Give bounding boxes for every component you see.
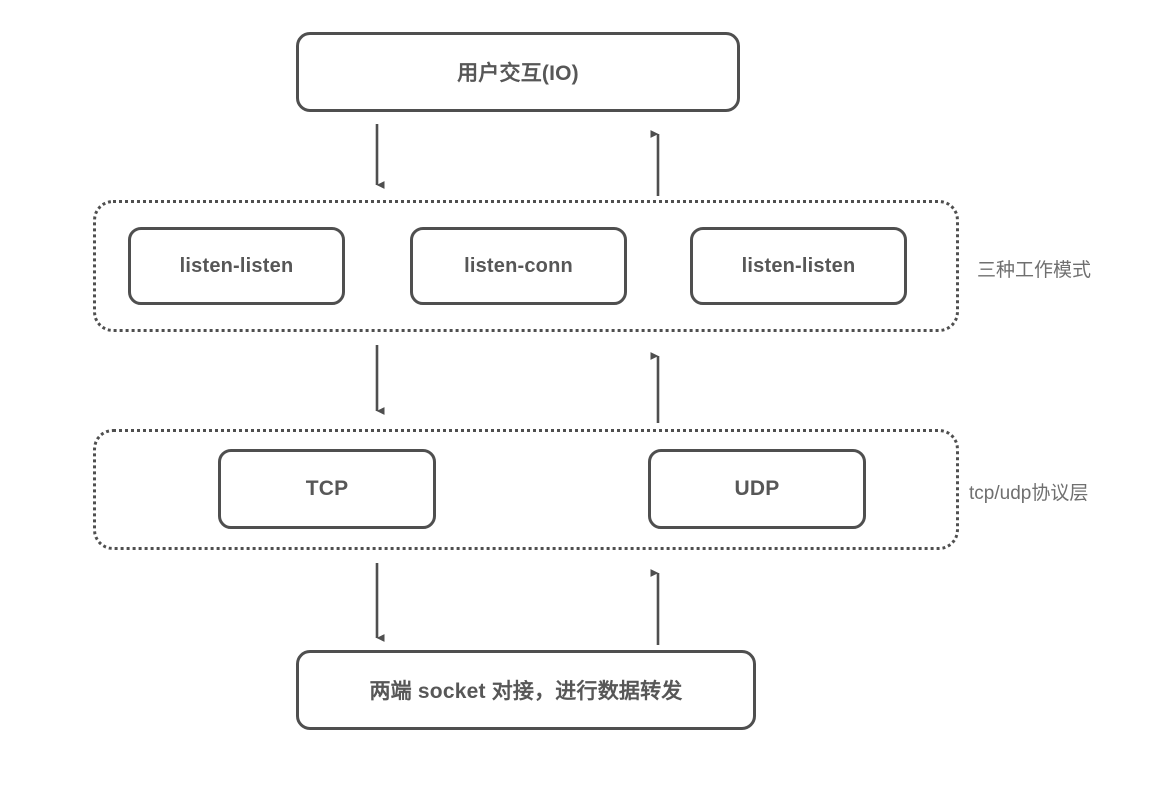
node-protocol-tcp[interactable]: TCP: [218, 449, 436, 529]
node-label: listen-listen: [741, 254, 856, 277]
node-label: TCP: [305, 477, 349, 500]
side-label-working-modes: 三种工作模式: [977, 260, 1092, 281]
node-mode-listen-listen-1[interactable]: listen-listen: [128, 227, 345, 305]
node-label: listen-conn: [464, 254, 573, 277]
group-working-modes: [93, 200, 959, 332]
node-label: listen-listen: [179, 254, 294, 277]
node-mode-listen-conn[interactable]: listen-conn: [410, 227, 627, 305]
side-label-protocol-layer: tcp/udp协议层: [969, 483, 1089, 504]
node-socket-forwarding[interactable]: 两端 socket 对接，进行数据转发: [296, 650, 756, 730]
node-label: 两端 socket 对接，进行数据转发: [369, 680, 683, 703]
node-label: UDP: [734, 477, 780, 500]
node-label: 用户交互(IO): [457, 62, 579, 85]
node-user-interaction-io[interactable]: 用户交互(IO): [296, 32, 740, 112]
group-protocol-layer: [93, 429, 959, 550]
node-mode-listen-listen-2[interactable]: listen-listen: [690, 227, 907, 305]
node-protocol-udp[interactable]: UDP: [648, 449, 866, 529]
